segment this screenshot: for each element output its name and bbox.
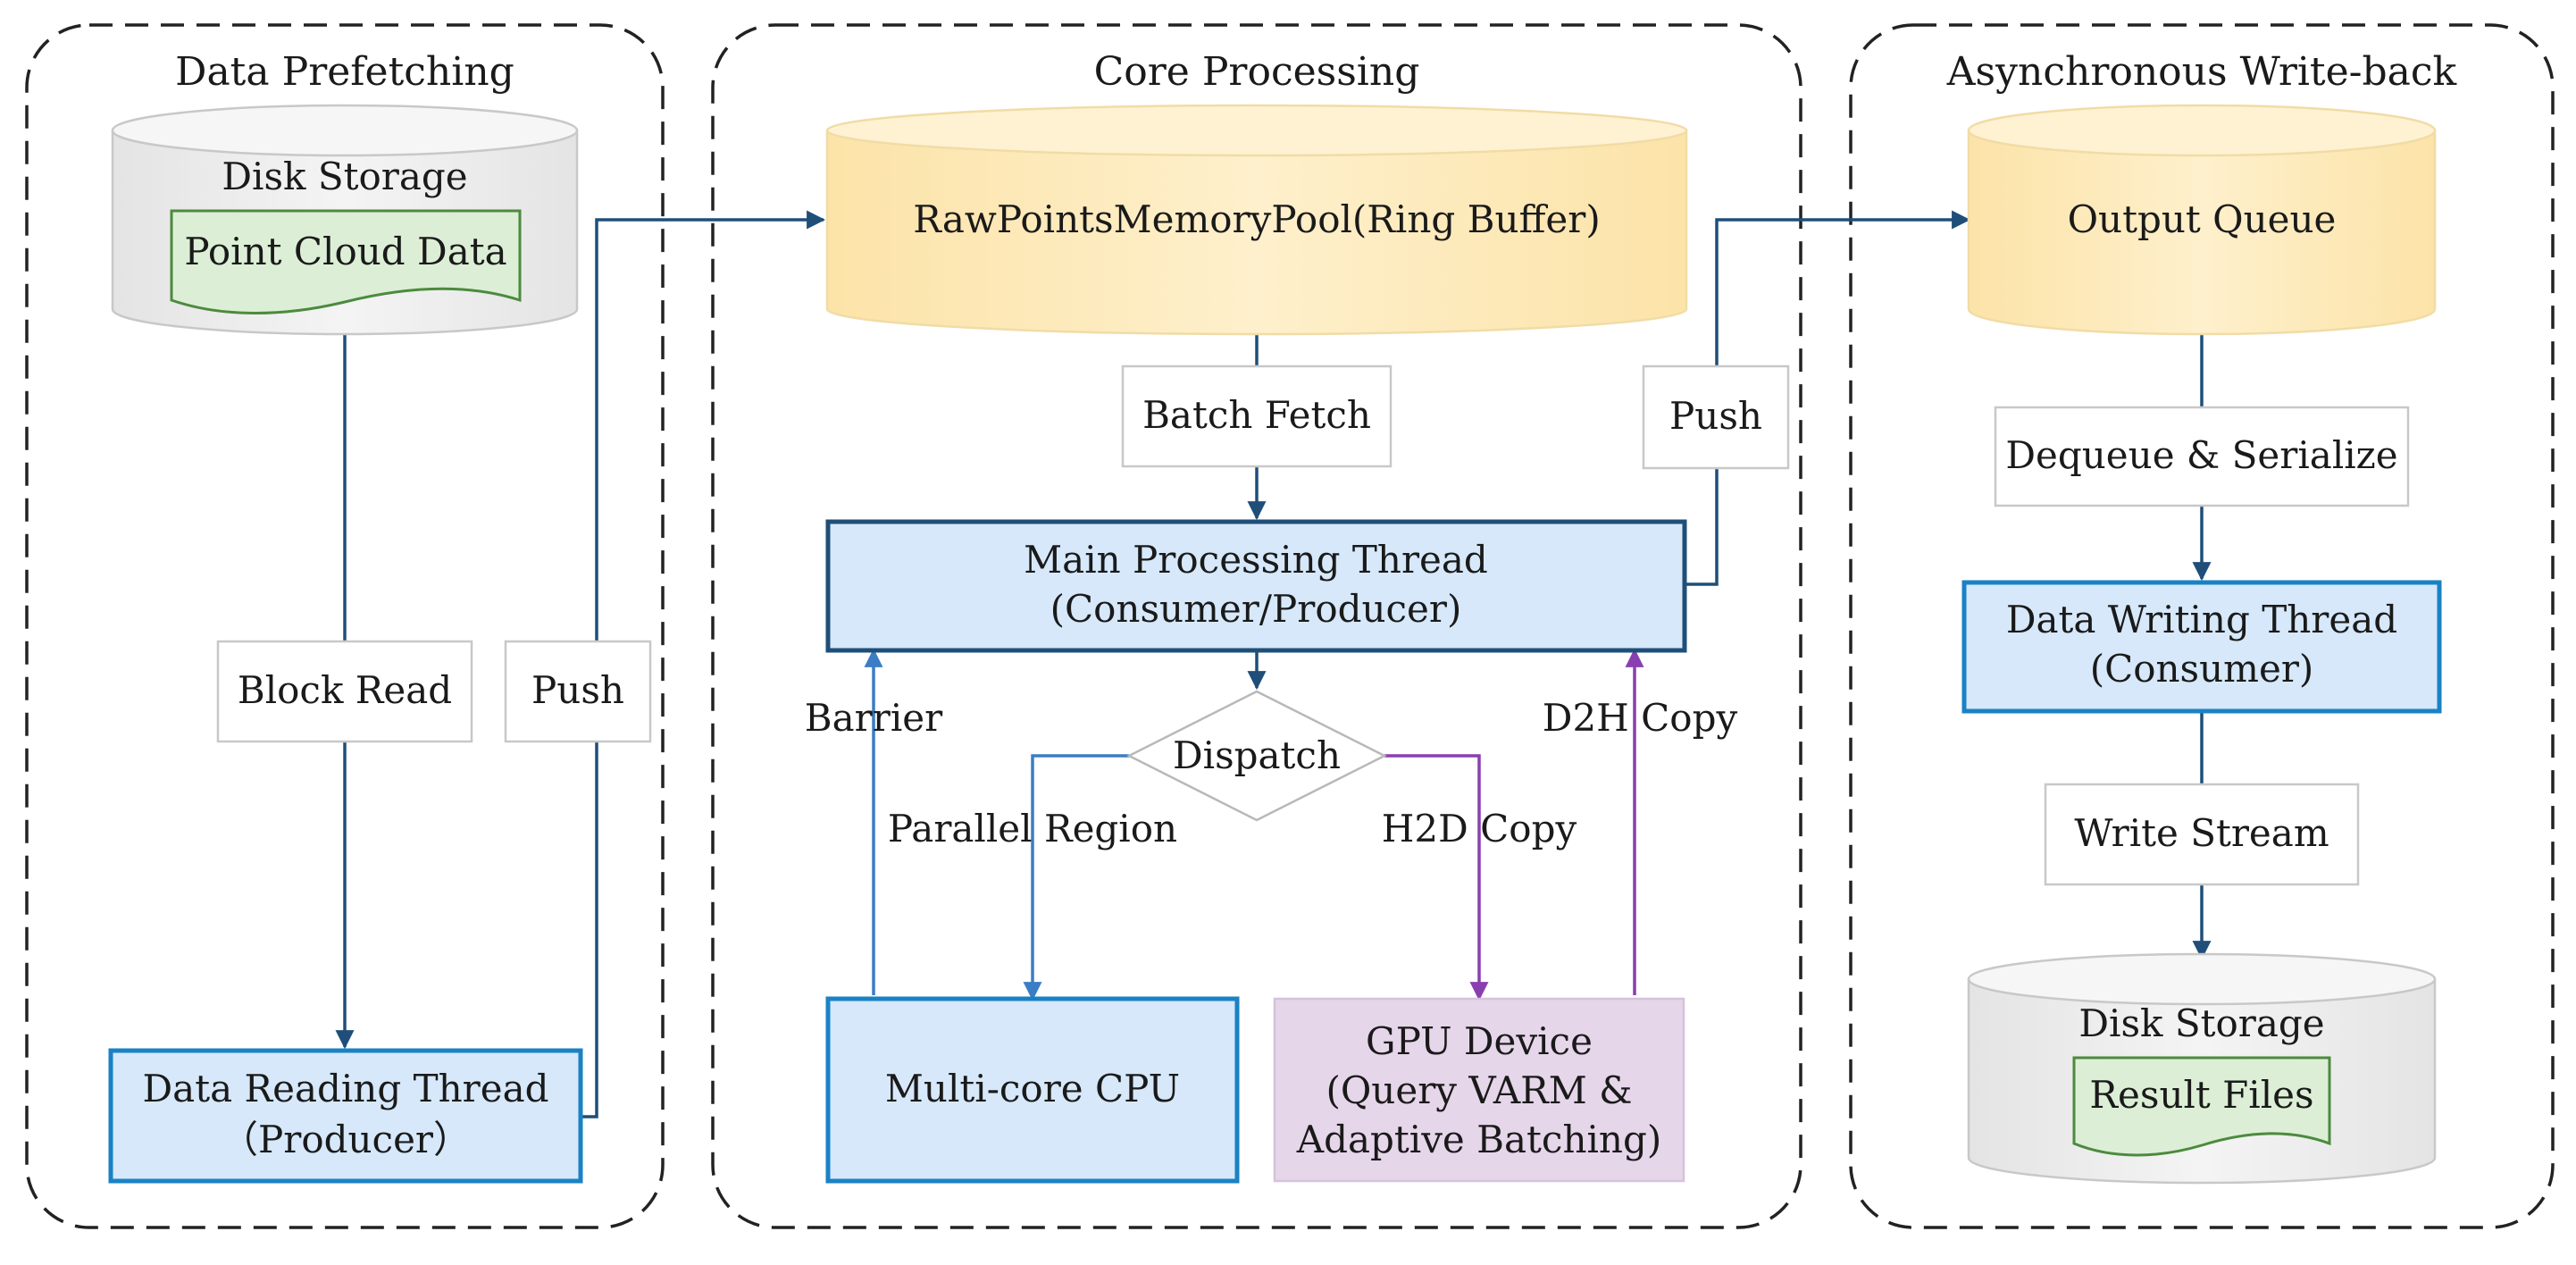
write-stream-label-box: Write Stream bbox=[2044, 783, 2360, 886]
batch-fetch-label-box: Batch Fetch bbox=[1121, 364, 1393, 468]
panel-title-core: Core Processing bbox=[1094, 49, 1420, 95]
arrow-dispatch-to-cpu bbox=[1023, 754, 1129, 1001]
barrier-label: Barrier bbox=[805, 696, 943, 740]
dispatch-text: Dispatch bbox=[1173, 733, 1341, 777]
data-writing-thread: Data Writing Thread (Consumer) bbox=[1961, 580, 2442, 714]
ring-buffer-label: RawPointsMemoryPool(Ring Buffer) bbox=[913, 197, 1600, 241]
push-text-core: Push bbox=[1669, 394, 1762, 438]
d2h-copy-label: D2H Copy bbox=[1543, 696, 1738, 740]
result-files-label: Result Files bbox=[2089, 1073, 2313, 1117]
point-cloud-data-document: Point Cloud Data bbox=[170, 209, 522, 314]
ring-buffer-memory-pool: RawPointsMemoryPool(Ring Buffer) bbox=[825, 104, 1688, 336]
dequeue-serialize-label-box: Dequeue & Serialize bbox=[1994, 406, 2410, 507]
panel-title-prefetch: Data Prefetching bbox=[175, 49, 514, 95]
panel-data-prefetching: Data Prefetching bbox=[25, 23, 665, 1229]
reading-thread-line2: （Producer） bbox=[221, 1118, 471, 1161]
output-queue-label: Output Queue bbox=[2068, 197, 2337, 241]
arrow-dispatch-to-gpu bbox=[1384, 754, 1489, 1001]
writing-thread-line2: (Consumer) bbox=[2090, 647, 2314, 691]
push-label-box-core: Push bbox=[1642, 364, 1790, 470]
block-read-text: Block Read bbox=[238, 668, 452, 712]
writing-thread-line1: Data Writing Thread bbox=[2006, 598, 2397, 641]
parallel-region-label: Parallel Region bbox=[888, 807, 1177, 850]
arrow-push-to-ringbuffer bbox=[595, 210, 826, 641]
connector-main-to-push bbox=[1685, 468, 1719, 586]
multi-core-cpu: Multi-core CPU bbox=[825, 996, 1240, 1184]
dequeue-text: Dequeue & Serialize bbox=[2005, 433, 2397, 477]
batch-fetch-text: Batch Fetch bbox=[1142, 393, 1371, 437]
panel-title-writeback: Asynchronous Write-back bbox=[1946, 49, 2457, 95]
reading-thread-line1: Data Reading Thread bbox=[142, 1067, 548, 1110]
panel-async-writeback: Asynchronous Write-back bbox=[1849, 23, 2555, 1229]
block-read-label-box: Block Read bbox=[216, 640, 473, 743]
gpu-line2: (Query VARM & bbox=[1326, 1068, 1632, 1112]
disk-storage-label: Disk Storage bbox=[222, 155, 467, 198]
push-label-box-prefetch: Push bbox=[504, 640, 652, 743]
connector-reader-to-push bbox=[581, 741, 598, 1118]
cpu-label: Multi-core CPU bbox=[885, 1067, 1180, 1110]
gpu-line1: GPU Device bbox=[1366, 1019, 1593, 1063]
result-disk-label: Disk Storage bbox=[2078, 1001, 2324, 1045]
write-stream-text: Write Stream bbox=[2074, 811, 2329, 855]
main-processing-thread: Main Processing Thread (Consumer/Produce… bbox=[825, 519, 1687, 653]
result-files-document: Result Files bbox=[2072, 1056, 2331, 1157]
connectors bbox=[335, 210, 2212, 1118]
h2d-copy-label: H2D Copy bbox=[1382, 807, 1577, 850]
dispatch-decision: Dispatch bbox=[1126, 690, 1387, 822]
panel-core-processing: Core Processing bbox=[711, 23, 1802, 1229]
data-reading-thread: Data Reading Thread （Producer） bbox=[108, 1048, 583, 1184]
main-thread-line2: (Consumer/Producer) bbox=[1050, 587, 1462, 631]
gpu-device: GPU Device (Query VARM & Adaptive Batchi… bbox=[1273, 997, 1685, 1183]
main-thread-line1: Main Processing Thread bbox=[1024, 538, 1488, 582]
arrow-push-to-outputqueue bbox=[1715, 210, 1971, 366]
push-text-prefetch: Push bbox=[531, 668, 624, 712]
point-cloud-data-label: Point Cloud Data bbox=[184, 230, 506, 273]
output-queue: Output Queue bbox=[1967, 104, 2437, 336]
gpu-line3: Adaptive Batching) bbox=[1296, 1118, 1662, 1161]
